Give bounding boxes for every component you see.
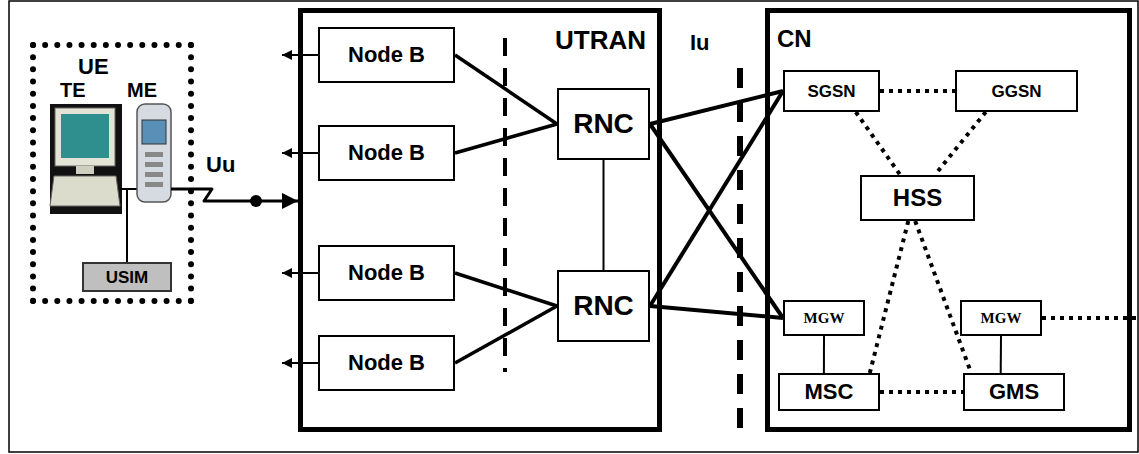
- iu-link: [650, 124, 783, 318]
- mgw-box: MGW: [960, 300, 1042, 336]
- phone-keys: [145, 162, 163, 167]
- region-title: UTRAN: [555, 27, 646, 53]
- interface-label: Uu: [206, 154, 235, 176]
- box-label: GMS: [989, 381, 1039, 403]
- monitor-screen: [61, 114, 109, 158]
- box-label: USIM: [106, 269, 149, 286]
- phone-keys: [145, 182, 163, 187]
- iub-link: [455, 273, 557, 306]
- box-label: Node B: [348, 262, 425, 284]
- node-b-box: Node B: [318, 335, 455, 391]
- box-label: Node B: [348, 142, 425, 164]
- uu-radio-link: [194, 189, 298, 201]
- iub-link: [455, 55, 557, 124]
- signalling-link: [915, 221, 971, 373]
- box-label: HSS: [893, 186, 942, 210]
- usim-card: USIM: [82, 262, 172, 292]
- node-b-box: Node B: [318, 245, 455, 301]
- iu-link: [650, 91, 783, 306]
- signalling-link: [880, 390, 963, 394]
- keyboard: [50, 176, 120, 206]
- iu-link: [650, 306, 783, 318]
- utran-region: UTRAN Node B Node B Node B Node B RNC RNC: [298, 8, 662, 432]
- iur-link: [603, 160, 605, 270]
- iub-link: [455, 124, 557, 153]
- box-label: Node B: [348, 352, 425, 374]
- mgw-link: [823, 336, 825, 373]
- mgw-box: MGW: [783, 300, 865, 336]
- node-b-box: Node B: [318, 27, 455, 83]
- signalling-link: [856, 112, 901, 175]
- ue-group: UE USIM: [30, 42, 194, 304]
- monitor-stand: [76, 166, 94, 174]
- msc-box: MSC: [778, 373, 880, 411]
- phone-body: [137, 104, 171, 202]
- signalling-link: [880, 89, 955, 93]
- box-label: RNC: [573, 110, 634, 138]
- hss-box: HSS: [860, 175, 975, 221]
- phone-screen: [142, 120, 166, 144]
- external-link: [1042, 316, 1139, 320]
- interface-label: Iu: [690, 32, 710, 54]
- rnc-box: RNC: [557, 270, 650, 342]
- core-network-region: CN SGSN GGSN HSS MGW MGW MSC GMS: [765, 8, 1132, 432]
- usim-wire: [126, 189, 128, 262]
- ggsn-box: GGSN: [955, 70, 1078, 112]
- node-b-box: Node B: [318, 125, 455, 181]
- computer-backdrop: [50, 104, 122, 214]
- gms-box: GMS: [963, 373, 1065, 411]
- phone-keys: [145, 152, 163, 157]
- box-label: Node B: [348, 44, 425, 66]
- signalling-link: [935, 112, 986, 175]
- box-label: GGSN: [991, 83, 1041, 100]
- iu-link: [650, 91, 783, 124]
- outer-frame: [9, 1, 1138, 452]
- box-label: SGSN: [807, 83, 855, 100]
- mgw-link: [1000, 336, 1002, 373]
- rnc-box: RNC: [557, 88, 650, 160]
- box-label: MSC: [805, 381, 854, 403]
- interface-label: ME: [127, 80, 157, 100]
- box-label: MGW: [804, 311, 845, 326]
- phone-keys: [145, 172, 163, 177]
- monitor: [55, 108, 115, 166]
- region-title: CN: [777, 27, 812, 51]
- box-label: MGW: [981, 311, 1022, 326]
- iub-link: [455, 306, 557, 363]
- interface-label: TE: [60, 80, 86, 100]
- box-label: RNC: [573, 292, 634, 320]
- te-me-wire: [120, 188, 138, 190]
- sgsn-box: SGSN: [783, 70, 880, 112]
- region-title: UE: [78, 56, 109, 78]
- signalling-link: [870, 221, 909, 373]
